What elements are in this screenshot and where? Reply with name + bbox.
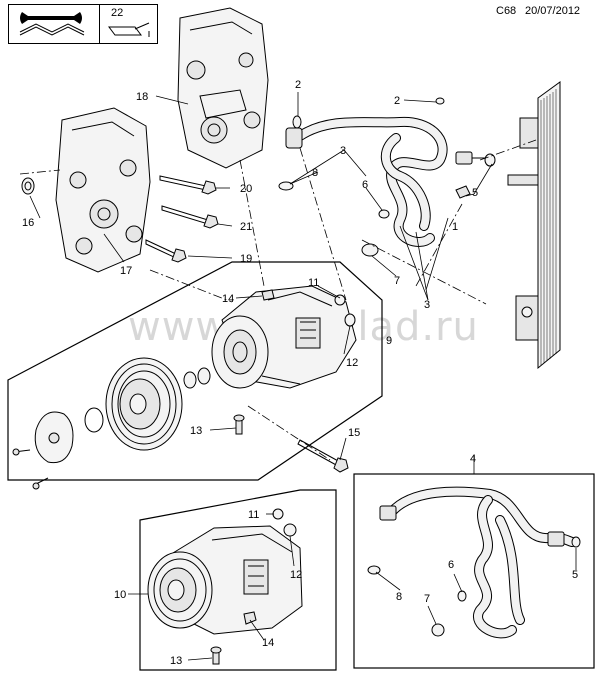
group-box-9 [7, 261, 383, 481]
bolt-20 [159, 175, 217, 195]
compressor-10 [147, 508, 303, 665]
clutch-parts-9 [12, 367, 211, 490]
pulley [105, 357, 183, 451]
group-box-4 [353, 473, 595, 669]
callout-12: 12 [290, 569, 302, 581]
bracket-17 [55, 107, 151, 273]
callout-9: 9 [386, 335, 392, 347]
leader-lines [29, 92, 577, 661]
wrench-on-book-icon [19, 12, 85, 36]
drawing-date: 20/07/2012 [525, 5, 581, 17]
callout-5: 5 [572, 569, 578, 581]
bushing-16 [21, 177, 35, 195]
drawing-code: C68 [496, 5, 517, 17]
bolt-19 [145, 239, 187, 263]
hose-assembly-4 [367, 486, 581, 639]
callout-3: 3 [424, 299, 430, 311]
group-box-10 [139, 489, 337, 671]
callout-12: 12 [346, 357, 358, 369]
callout-20: 20 [240, 183, 252, 195]
bolt-21 [161, 205, 219, 229]
callout-1: 1 [452, 221, 458, 233]
hose-seals [278, 97, 496, 257]
compressor-9 [211, 285, 357, 389]
hose-assembly-1 [285, 116, 488, 247]
callout-17: 17 [120, 265, 132, 277]
callout-15: 15 [348, 427, 360, 439]
callouts: 2 2 3 8 6 5 1 7 3 18 20 21 19 16 17 14 1… [22, 79, 578, 667]
callout-19: 19 [240, 253, 252, 265]
callout-16: 16 [22, 217, 34, 229]
condenser [507, 81, 561, 370]
callout-21: 21 [240, 221, 252, 233]
symbol-number: 22 [111, 7, 124, 19]
callout-7: 7 [424, 593, 430, 605]
callout-5: 5 [472, 187, 478, 199]
callout-7: 7 [394, 275, 400, 287]
callout-6: 6 [362, 179, 368, 191]
bracket-18 [177, 7, 269, 169]
callout-8: 8 [312, 167, 318, 179]
alignment-lines [19, 139, 537, 461]
symbol-box: 22 [8, 4, 158, 44]
fasteners-9 [233, 289, 356, 435]
callout-8: 8 [396, 591, 402, 603]
callout-11: 11 [308, 277, 319, 289]
callout-2: 2 [295, 79, 301, 91]
callout-3: 3 [340, 145, 346, 157]
callout-6: 6 [448, 559, 454, 571]
callout-4: 4 [470, 453, 476, 465]
callout-14: 14 [262, 637, 274, 649]
callout-14: 14 [222, 293, 234, 305]
callout-10: 10 [114, 589, 126, 601]
callout-2: 2 [394, 95, 400, 107]
callout-18: 18 [136, 91, 148, 103]
oil-can-icon [108, 22, 150, 37]
bolt-15 [297, 439, 349, 473]
callout-11: 11 [248, 509, 259, 521]
callout-13: 13 [190, 425, 202, 437]
callout-13: 13 [170, 655, 182, 667]
symbol-divider [99, 5, 100, 43]
